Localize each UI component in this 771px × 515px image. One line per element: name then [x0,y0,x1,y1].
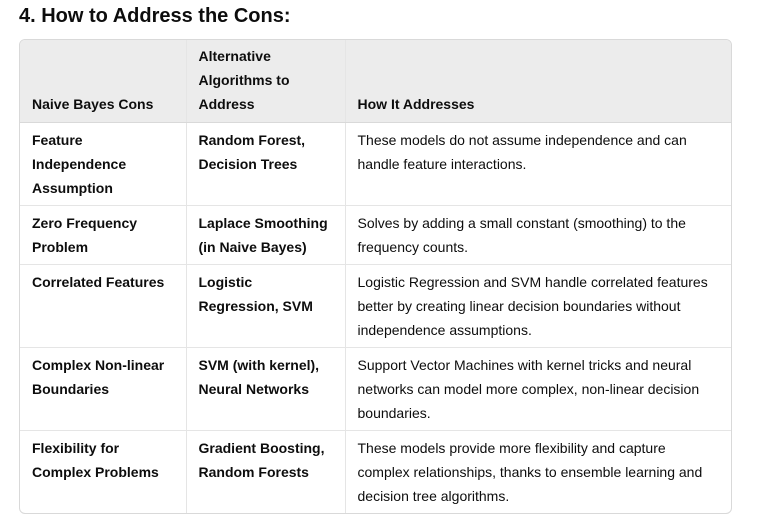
cell-con: Zero Frequency Problem [20,205,186,265]
table-row: Flexibility for Complex Problems Gradien… [20,430,731,513]
table-row: Correlated Features Logistic Regression,… [20,264,731,348]
cell-con: Complex Non-linear Boundaries [20,347,186,431]
cell-con: Feature Independence Assumption [32,132,127,196]
cell-alternatives: Logistic Regression, SVM [185,264,345,348]
table-header-row: Naive Bayes Cons Alternative Algorithms … [20,40,731,123]
cell-alternatives: Gradient Boosting, Random Forests [185,430,345,513]
cell-alternatives: Random Forest, Decision Trees [185,122,345,206]
cell-how: Solves by adding a small constant (smoot… [344,205,731,265]
cell-how: Logistic Regression and SVM handle corre… [344,264,731,348]
cell-con: Flexibility for Complex Problems [20,430,186,513]
cell-how: Support Vector Machines with kernel tric… [344,347,731,431]
cell-con: Correlated Features [20,264,186,348]
comparison-table: Naive Bayes Cons Alternative Algorithms … [20,40,731,513]
cell-how: These models do not assume independence … [344,122,731,206]
header-cons: Naive Bayes Cons [20,40,186,123]
table-row: Feature Independence Assumption Random F… [20,122,731,206]
comparison-table-container: Naive Bayes Cons Alternative Algorithms … [19,39,732,514]
table-row: Zero Frequency Problem Laplace Smoothing… [20,205,731,265]
header-how: How It Addresses [344,40,731,123]
table-row: Complex Non-linear Boundaries SVM (with … [20,347,731,431]
section-heading: 4. How to Address the Cons: [19,5,291,27]
cell-alternatives: Laplace Smoothing (in Naive Bayes) [185,205,345,265]
cell-how: These models provide more flexibility an… [344,430,731,513]
cell-alternatives: SVM (with kernel), Neural Networks [185,347,345,431]
header-alternatives: Alternative Algorithms to Address [185,40,345,123]
